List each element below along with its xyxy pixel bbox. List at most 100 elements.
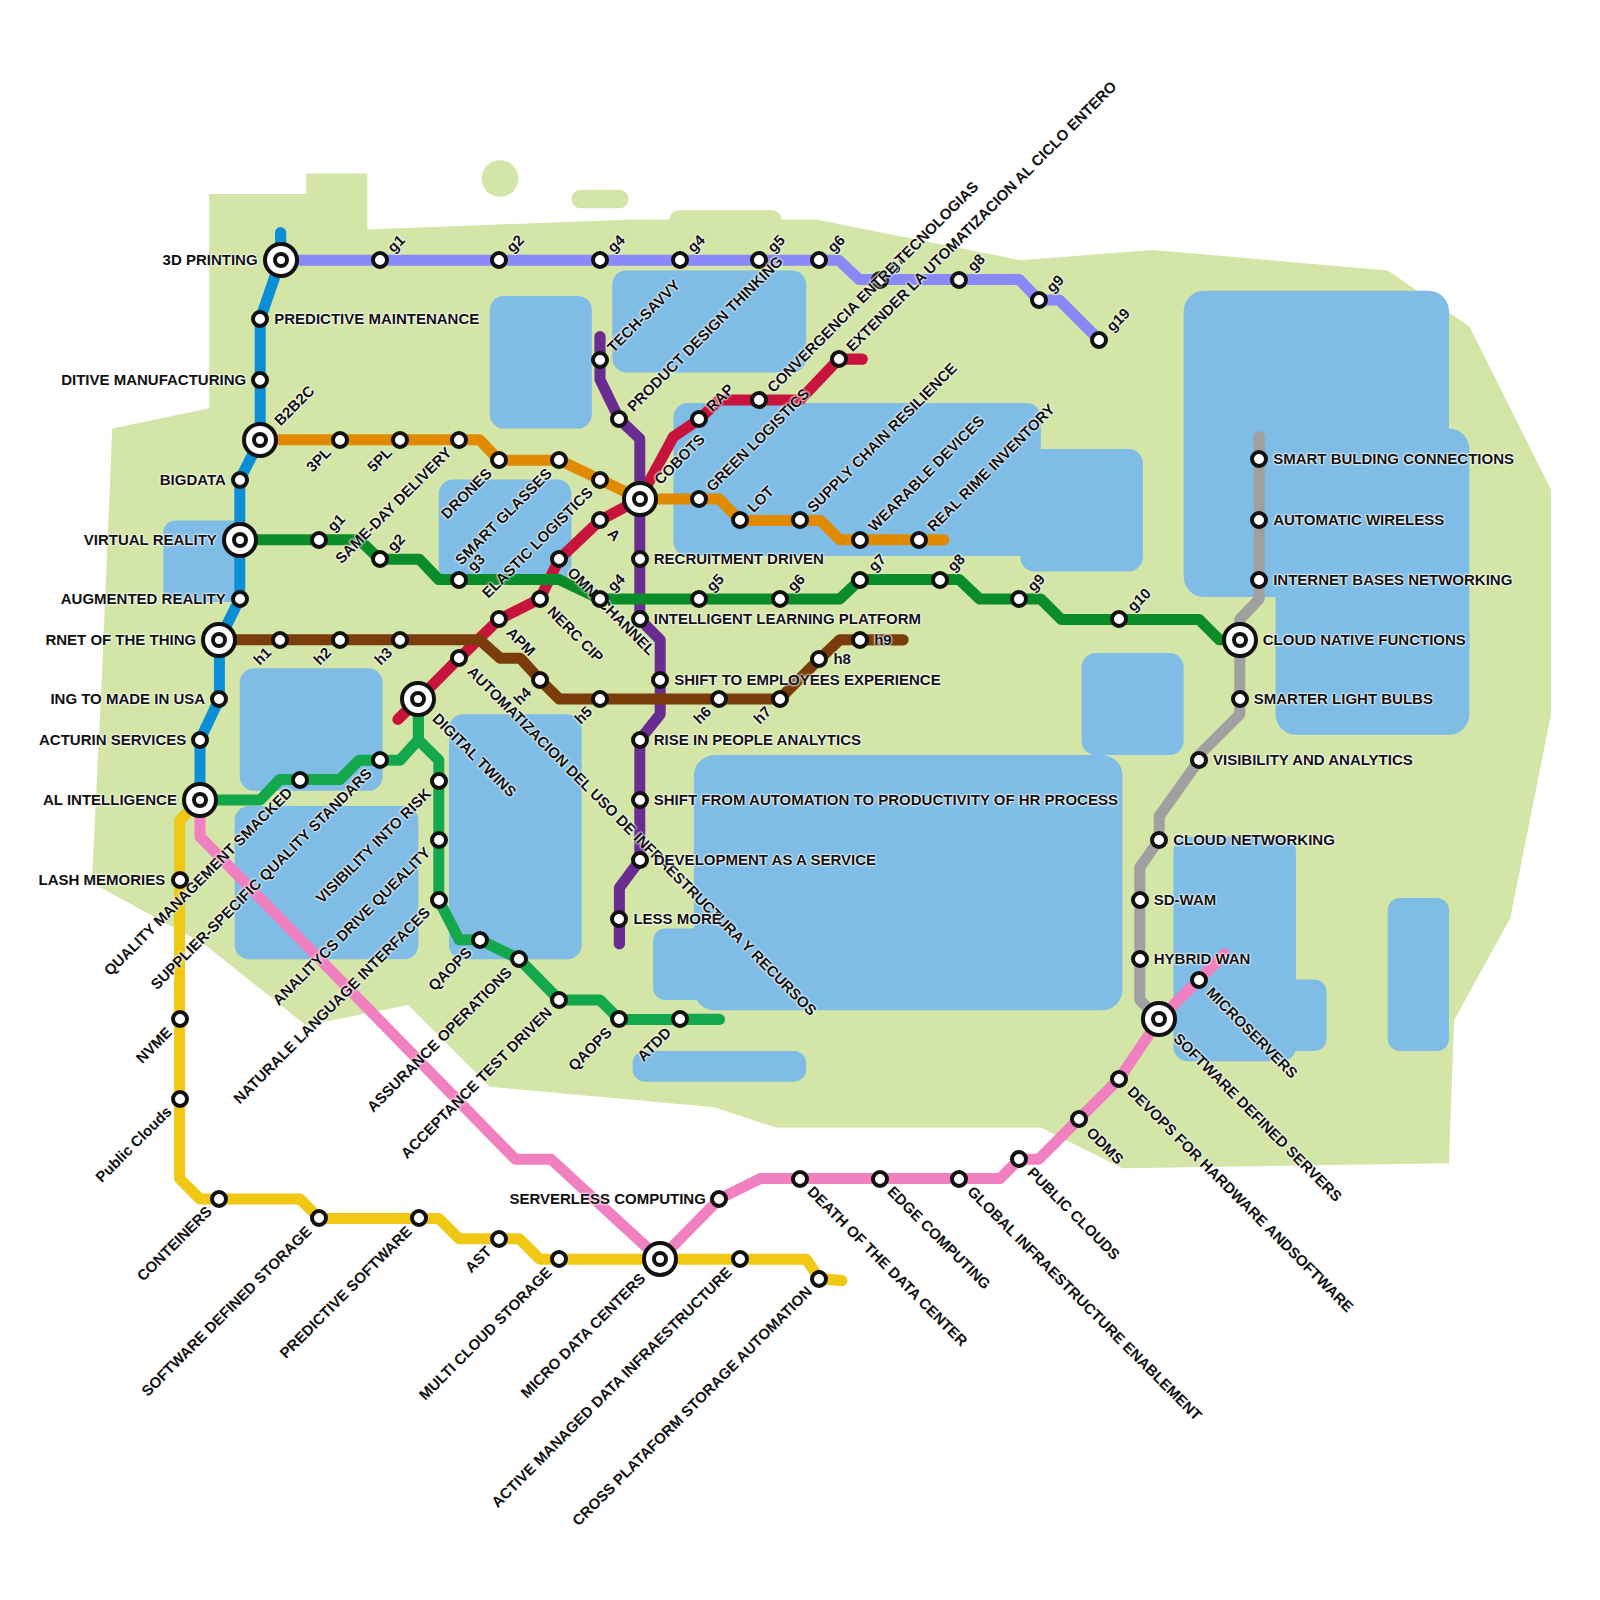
station-name: g4 [604,570,629,595]
metro-line-segment [674,1254,735,1265]
interchange-station: SOFTWARE DEFINED SERVERS [1141,1001,1177,1037]
metro-line-segment [345,434,395,445]
metro-line-segment [180,1104,215,1199]
metro-line-segment [619,864,636,914]
station-name: h3 [370,644,395,669]
station: h1 [271,631,289,649]
land [571,190,628,208]
station-name: SHIFT TO EMPLOYEES EXPERIENCE [674,671,940,689]
station: g8 [950,271,968,289]
metro-line-segment [504,455,554,466]
metro-line-segment [745,1259,817,1274]
station: CONTEINERS [210,1190,228,1208]
metro-line-segment [180,810,191,875]
station-name: h8 [833,650,851,668]
metro-line-segment [523,963,556,997]
metro-line-segment [945,580,1015,599]
station: OMNI CHANNEL [550,550,568,568]
water [1388,898,1449,1051]
metro-line-segment [174,1024,185,1094]
station-name: h7 [750,703,775,728]
interchange-ring [273,252,289,268]
metro-line-segment [1159,764,1196,835]
station: g3 [450,571,468,589]
station-name: SOFTWARE DEFINED SERVERS [1170,1030,1346,1206]
station: g4 [671,251,689,269]
station: 5PL [391,431,409,449]
station: PUBLIC CLOUDS [1010,1150,1028,1168]
station-name: INTERNET BASES NETWORKING [1273,571,1512,589]
station: ELASTIC LOGISTICS [591,471,609,489]
metro-line-segment [1140,964,1150,1009]
station: DITIVE MANUFACTURING [251,371,269,389]
metro-line-segment [605,694,714,705]
metro-line-segment [654,494,694,505]
metro-line-segment [504,255,595,266]
station: CLOUD NETWORKING [1150,831,1168,849]
station: ATDD [671,1010,689,1028]
metro-line-segment [424,1218,494,1238]
station: LASH MEMORIES [171,871,189,889]
metro-line-segment [634,513,645,554]
station: SMARTER LIGHT BULBS [1231,690,1249,708]
station-name: g1 [323,511,348,536]
station-name: h2 [310,644,335,669]
water [490,296,592,429]
station: PREDICTIVE MAINTENANCE [251,310,269,328]
metro-line-segment [605,594,694,605]
station: CROSS PLATAFORM STORAGE AUTOMATION [810,1270,828,1288]
interchange-station: 3D PRINTING [263,242,299,278]
metro-line-segment [704,594,775,605]
station: ACTURIN SERVICES [191,731,209,749]
metro-line-segment [1124,619,1225,639]
station: SHIFT TO EMPLOYEES EXPERIENCE [651,671,669,689]
station-name: RECRUITMENT DRIVEN [654,550,824,568]
station-name: TECH-SAVVY [604,276,684,356]
station-name: BIGDATA [160,471,226,489]
station: REAL RIME INVENTORY [910,531,928,549]
metro-line-segment [805,520,855,539]
station: MICROSERVERS [1190,971,1208,989]
station-name: DEVELOPMENT AS A SERVICE [654,851,876,869]
metro-line-segment [624,1014,674,1025]
station: AUTOMATIC WIRELESS [1250,511,1268,529]
metro-line-segment [224,1199,315,1215]
metro-line-segment [564,1000,616,1016]
station-name: ACTURIN SERVICES [39,731,186,749]
metro-line-segment [1082,1082,1116,1116]
station: ANALITYCS DRIVE QUEALITY [430,831,448,849]
station: SHIFT FROM AUTOMATION TO PRODUCTIVITY OF… [631,791,649,809]
metro-line-segment [254,534,315,545]
station: SD-WAM [1131,891,1149,909]
station: WEARABLE DEVICES [851,531,869,549]
station-name: NVME [133,1023,176,1066]
metro-line-segment [685,255,755,266]
station: INTERNET BASES NETWORKING [1250,571,1268,589]
metro-line-segment [1254,525,1265,574]
station: Public Clouds [171,1090,189,1108]
metro-line-segment [504,1239,554,1259]
interchange-ring [192,792,208,808]
station: AUTOMATIZACION DEL USO DE INFRAESTRUCTUR… [450,649,468,667]
metro-line-segment [724,1179,795,1197]
station-name: APM [503,623,539,659]
metro-line-segment [1240,585,1259,626]
station: SUPPLIER-SPECIFIC QUALITY STANDARS [371,751,389,769]
station-name: g8 [944,550,969,575]
station: g2 [490,251,508,269]
station-name: SHIFT FROM AUTOMATION TO PRODUCTIVITY OF… [654,791,1118,809]
station-name: PREDICTIVE MAINTENANCE [274,310,479,328]
metro-line-segment [274,434,335,445]
station: g6 [771,590,789,608]
station: SMART GLASSES [550,451,568,469]
station-name: g5 [703,570,728,595]
station-name: 3PL [303,444,335,476]
land [669,210,781,228]
station: h7 [771,690,789,708]
station: ING TO MADE IN USA [210,690,228,708]
metro-line-segment [433,845,444,895]
metro-line-segment [1234,654,1245,694]
station-name: ODMS [1083,1123,1128,1168]
station-name: B2B2C [271,382,319,430]
station: g6 [810,251,828,269]
